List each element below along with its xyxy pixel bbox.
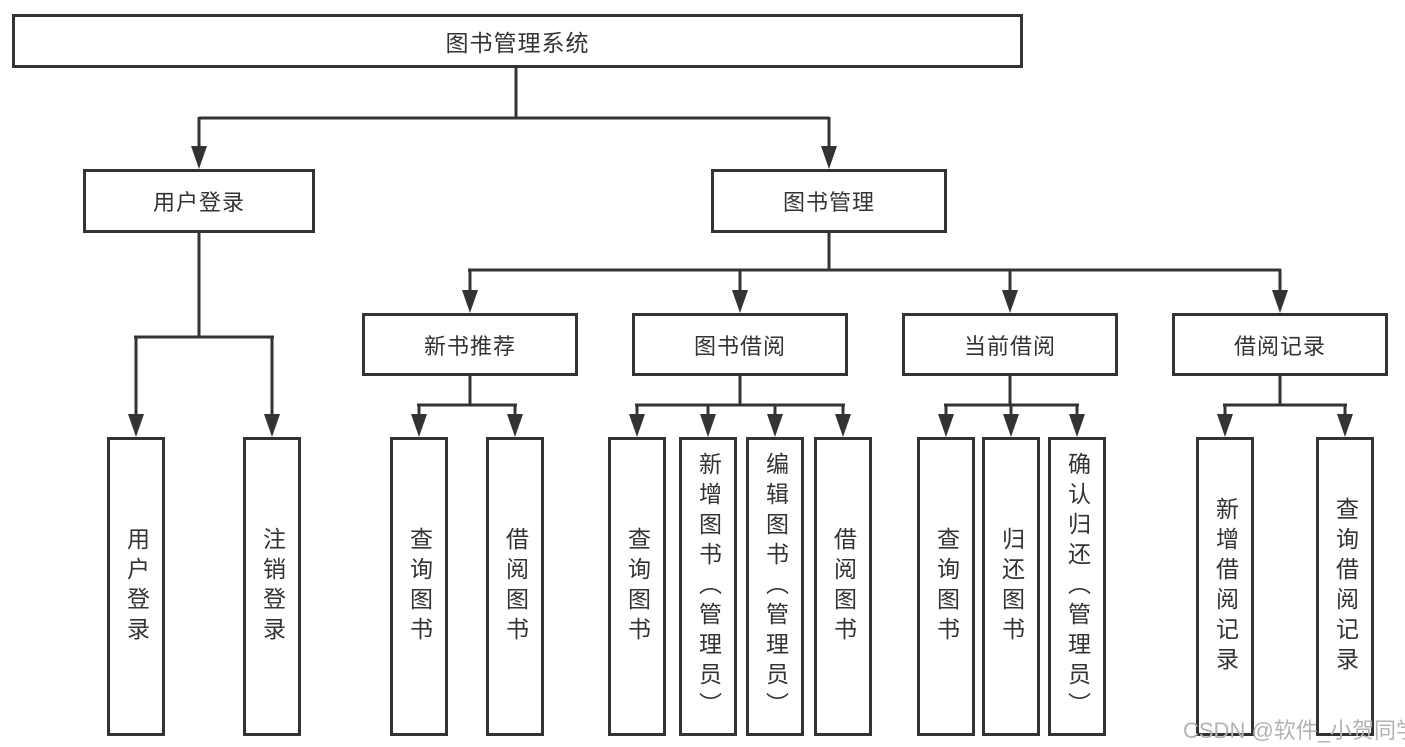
leaf-user-login: 用户登录	[107, 437, 165, 736]
leaf-label: 借阅图书	[502, 526, 529, 647]
node-book-management: 图书管理	[711, 169, 947, 233]
node-label: 用户登录	[152, 190, 245, 215]
csdn-watermark: CSDN @软件_小贺同学	[1183, 718, 1405, 743]
leaf-borrowing-query-books: 查询图书	[608, 437, 666, 736]
leaf-label: 新增图书（管理员）	[695, 451, 722, 722]
leaf-records-query-record: 查询借阅记录	[1316, 437, 1374, 736]
leaf-borrowing-edit-books-admin: 编辑图书（管理员）	[746, 437, 804, 736]
leaf-label: 新增借阅记录	[1212, 496, 1239, 677]
connector-userlogin-to-children	[134, 233, 274, 419]
leaf-records-add-record: 新增借阅记录	[1196, 437, 1254, 736]
connector-root-to-level2	[197, 68, 831, 150]
leaf-label: 查询图书	[933, 526, 960, 647]
connector-records-to-leaves	[1223, 376, 1347, 419]
connector-current-to-leaves	[944, 376, 1079, 419]
node-current-borrowing: 当前借阅	[902, 313, 1118, 376]
leaf-label: 查询图书	[624, 526, 651, 647]
node-book-borrowing: 图书借阅	[632, 313, 848, 376]
node-label: 新书推荐	[423, 333, 516, 359]
leaf-current-confirm-return-admin: 确认归还（管理员）	[1048, 437, 1106, 736]
leaf-label: 查询图书	[406, 526, 433, 647]
node-label: 图书管理	[782, 190, 875, 215]
node-label: 借阅记录	[1233, 333, 1326, 359]
leaf-label: 用户登录	[123, 526, 150, 647]
leaf-current-query-books: 查询图书	[917, 437, 975, 736]
leaf-label: 确认归还（管理员）	[1064, 451, 1091, 722]
connector-bookmgmt-to-level3	[468, 233, 1282, 296]
node-new-book-recommend: 新书推荐	[362, 313, 578, 376]
leaf-borrowing-add-books-admin: 新增图书（管理员）	[679, 437, 737, 736]
leaf-label: 注销登录	[259, 526, 286, 647]
leaf-label: 查询借阅记录	[1332, 496, 1359, 677]
leaf-logout-login: 注销登录	[243, 437, 301, 736]
node-label: 当前借阅	[963, 333, 1056, 359]
node-label: 图书借阅	[693, 333, 786, 359]
leaf-current-return-books: 归还图书	[982, 437, 1040, 736]
leaf-recommend-query-books: 查询图书	[390, 437, 448, 736]
leaf-label: 归还图书	[998, 526, 1025, 647]
leaf-borrowing-borrow-books: 借阅图书	[814, 437, 872, 736]
node-label: 图书管理系统	[445, 30, 590, 56]
connector-borrow-to-leaves	[635, 376, 845, 419]
node-library-management-system: 图书管理系统	[12, 14, 1023, 68]
connector-recommend-to-leaves	[417, 376, 517, 419]
node-user-login: 用户登录	[83, 169, 315, 233]
leaf-recommend-borrow-books: 借阅图书	[486, 437, 544, 736]
leaf-label: 借阅图书	[830, 526, 857, 647]
leaf-label: 编辑图书（管理员）	[762, 451, 789, 722]
node-borrowing-records: 借阅记录	[1172, 313, 1388, 376]
